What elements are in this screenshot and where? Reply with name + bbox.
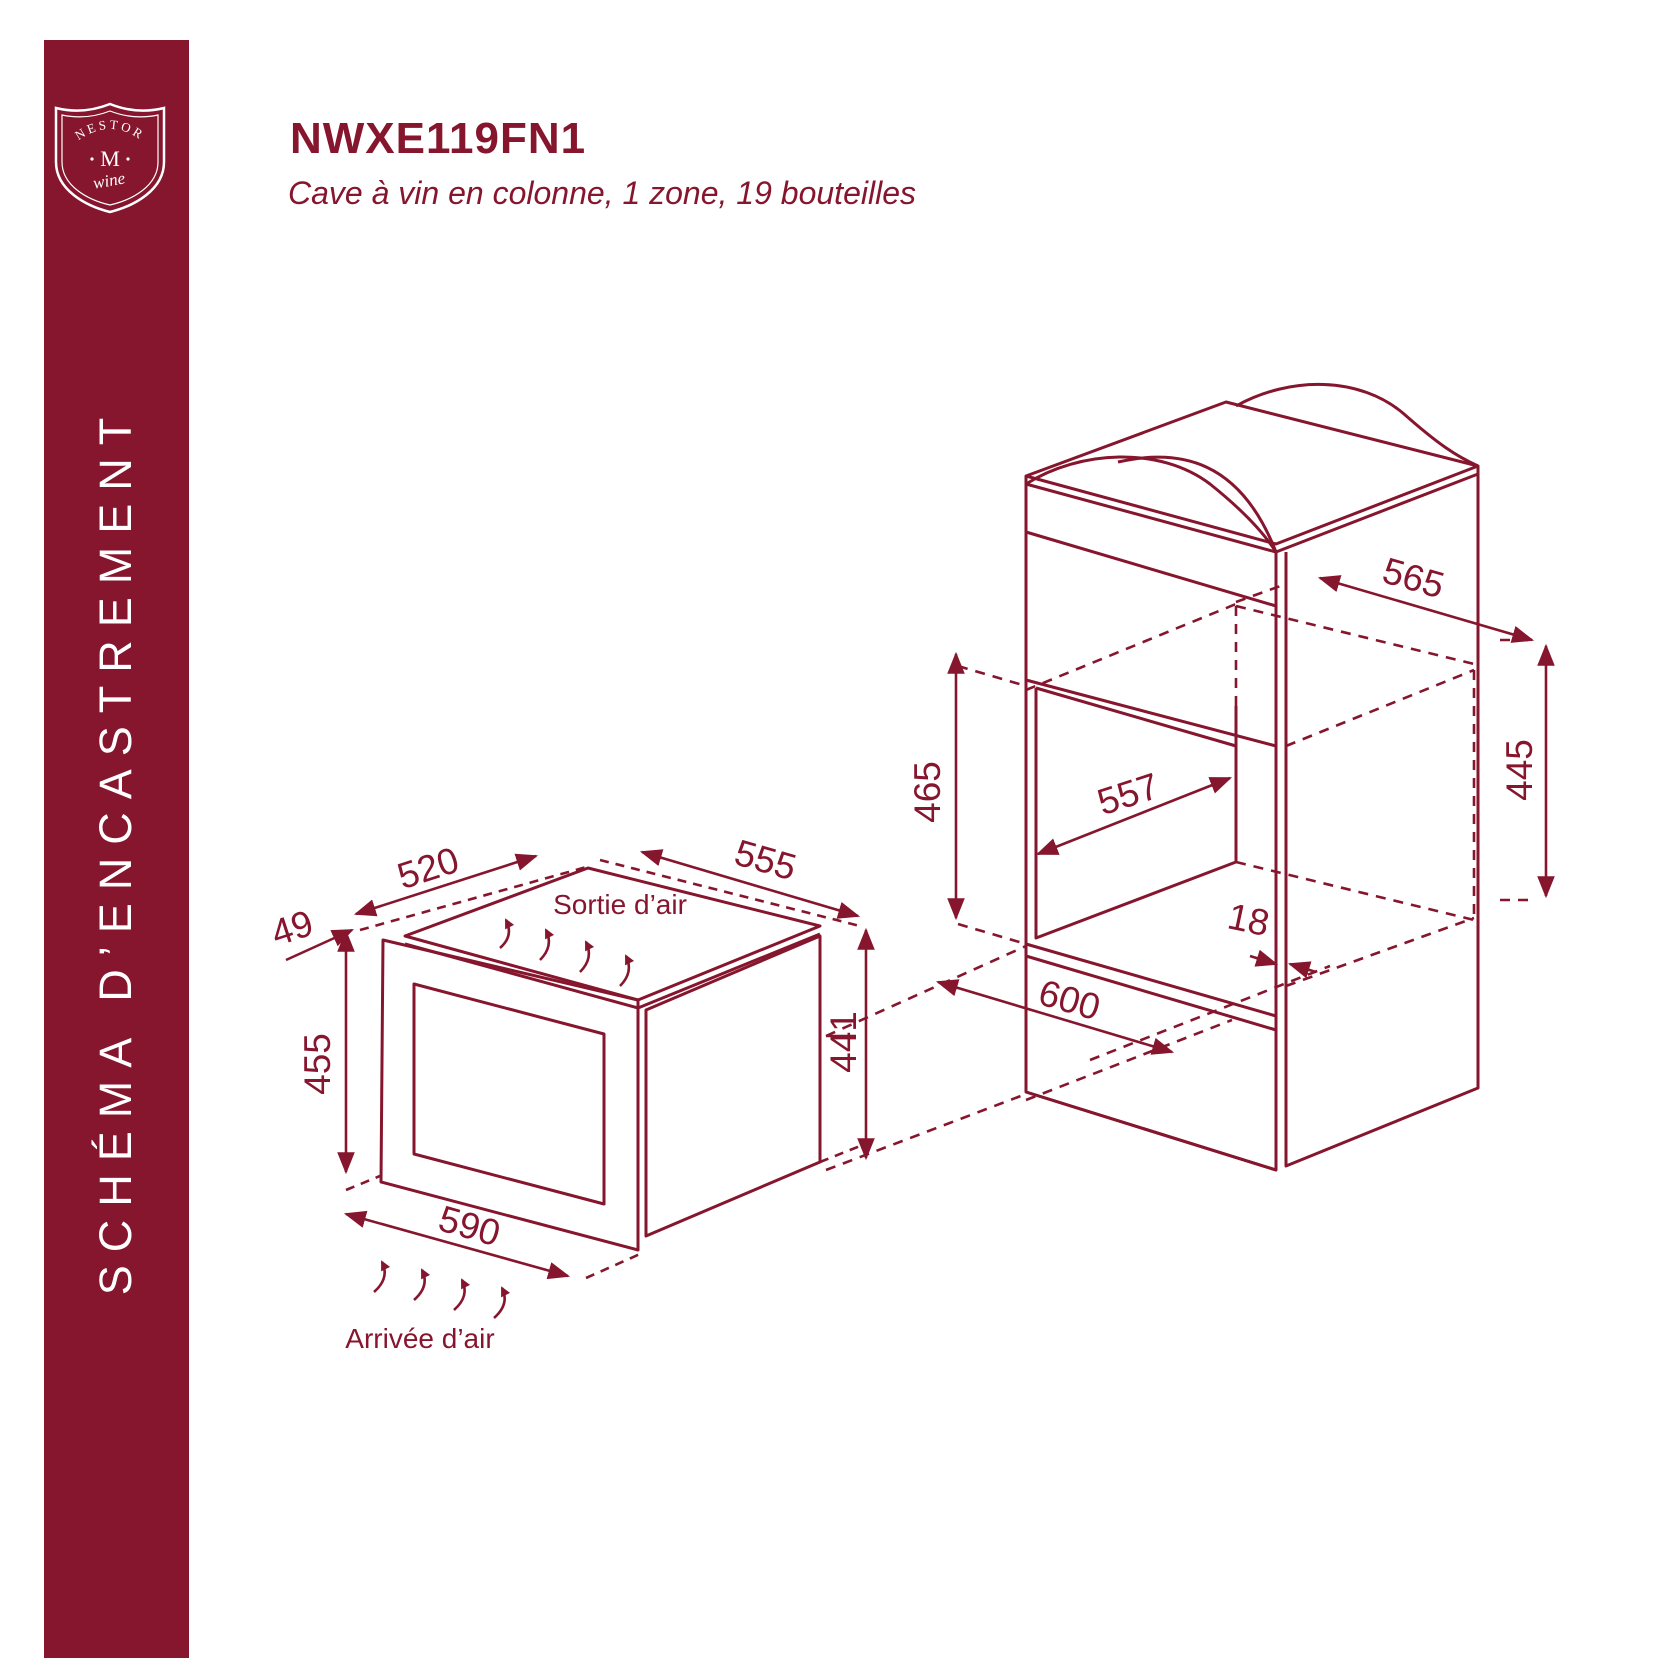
nestor-wine-logo: NESTOR M wine bbox=[54, 102, 166, 214]
cabinet-hidden-lines bbox=[957, 582, 1530, 988]
air-inlet-label: Arrivée d’air bbox=[345, 1323, 494, 1354]
appliance-dimension-lines bbox=[285, 849, 875, 1280]
dim-appliance-depth: 555 bbox=[730, 832, 801, 888]
dim-appliance-door: 49 bbox=[266, 902, 318, 954]
dim-cabinet-height-right: 445 bbox=[1499, 739, 1540, 801]
dim-cabinet-width: 600 bbox=[1034, 972, 1105, 1028]
dim-appliance-width-top: 520 bbox=[392, 839, 463, 897]
appliance-extension-lines bbox=[345, 858, 871, 1280]
dim-cabinet-inner-width: 557 bbox=[1092, 765, 1163, 823]
sidebar-band bbox=[44, 40, 189, 1658]
appliance-drawing bbox=[373, 866, 822, 1319]
logo-initial: M bbox=[100, 146, 120, 171]
cabinet-drawing bbox=[1024, 383, 1480, 1172]
dim-appliance-width-front: 590 bbox=[434, 1198, 505, 1254]
dim-cabinet-gap: 18 bbox=[1224, 895, 1273, 944]
connection-lines bbox=[825, 944, 1331, 1172]
dim-cabinet-height-left: 465 bbox=[907, 761, 948, 823]
model-number: NWXE119FN1 bbox=[290, 114, 587, 163]
cabinet-dimension-lines bbox=[935, 575, 1555, 1055]
air-outlet-label: Sortie d’air bbox=[553, 889, 687, 920]
dim-appliance-height-side: 441 bbox=[823, 1011, 864, 1073]
dim-appliance-height-front: 455 bbox=[297, 1033, 338, 1095]
product-subtitle: Cave à vin en colonne, 1 zone, 19 boutei… bbox=[288, 175, 916, 211]
